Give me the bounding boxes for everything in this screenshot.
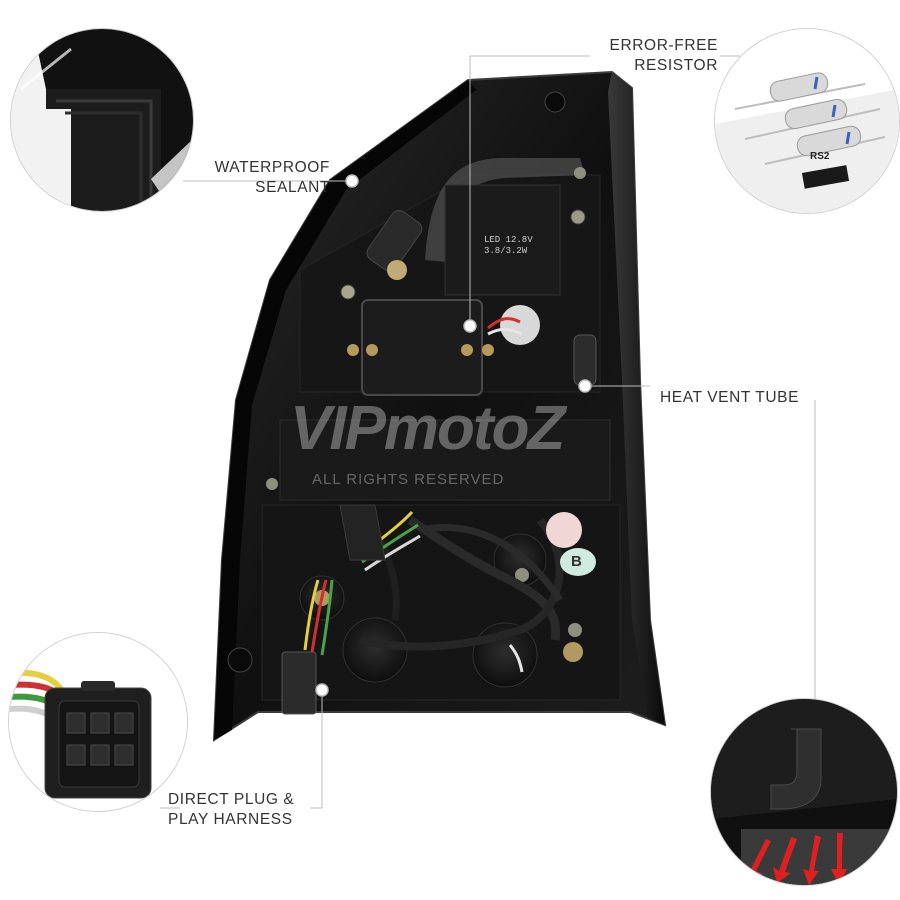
resistor-print: RS2 (810, 151, 830, 162)
detail-waterproof-sealant (10, 28, 194, 212)
label-waterproof-line2: SEALANT (255, 179, 330, 196)
label-error-free-resistor: ERROR-FREE RESISTOR (560, 36, 718, 76)
label-waterproof-sealant: WATERPROOF SEALANT (180, 158, 330, 198)
detail-direct-plug-harness (8, 632, 188, 812)
watermark-logo: VIPmotoZ (290, 394, 565, 463)
watermark: VIPmotoZ ALL RIGHTS RESERVED (290, 394, 600, 489)
led-rating-line2: 3.8/3.2W (484, 246, 528, 256)
label-direct-plug: DIRECT PLUG & PLAY HARNESS (168, 790, 294, 830)
label-resistor-line2: RESISTOR (634, 57, 718, 74)
label-plug-line1: DIRECT PLUG & (168, 791, 295, 808)
label-heat-vent-tube: HEAT VENT TUBE (660, 389, 800, 406)
led-rating-line1: LED 12.8V (484, 235, 533, 245)
callout-dot-icon (315, 174, 592, 697)
label-plug-line2: PLAY HARNESS (168, 811, 293, 828)
led-rating-text: LED 12.8V 3.8/3.2W (484, 235, 533, 257)
watermark-subtitle: ALL RIGHTS RESERVED (312, 471, 505, 488)
b-badge: B (571, 553, 582, 570)
label-waterproof-line1: WATERPROOF (214, 159, 330, 176)
detail-error-free-resistor: RS2 (714, 28, 900, 214)
detail-heat-vent-tube (710, 698, 898, 886)
label-resistor-line1: ERROR-FREE (609, 37, 718, 54)
